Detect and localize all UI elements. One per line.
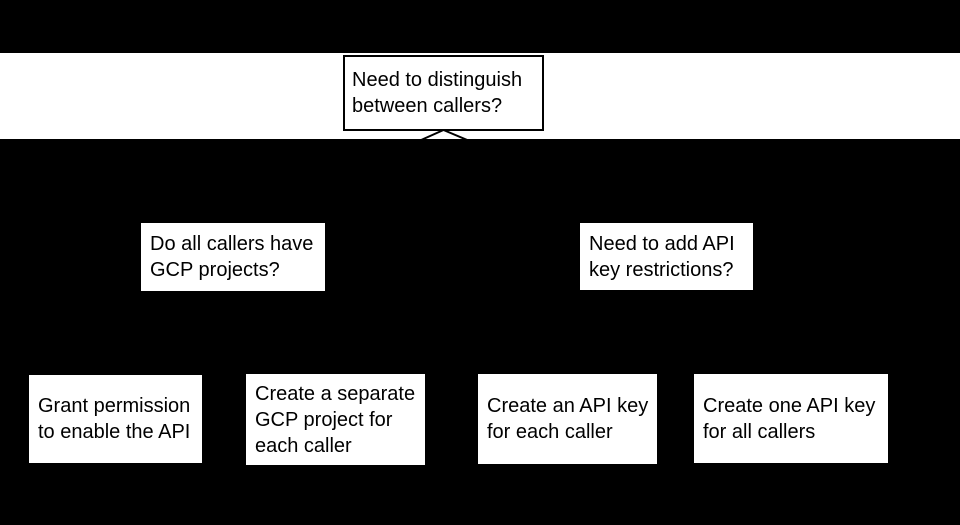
node-api-key-restrictions-question: Need to add API key restrictions? (580, 223, 753, 290)
node-label: Need to distinguish between callers? (352, 69, 523, 117)
node-label: Grant permission to enable the API (38, 395, 191, 443)
node-separate-gcp-project: Create a separate GCP project for each c… (246, 374, 425, 465)
branch-line-right (443, 129, 667, 225)
node-api-key-each-caller: Create an API key for each caller (478, 374, 657, 464)
node-need-to-distinguish: Need to distinguish between callers? (343, 55, 544, 131)
node-label: Create one API key for all callers (703, 394, 876, 443)
node-grant-permission: Grant permission to enable the API (29, 375, 202, 463)
node-label: Need to add API key restrictions? (589, 232, 735, 281)
node-label: Create a separate GCP project for each c… (255, 382, 416, 457)
node-one-api-key-all-callers: Create one API key for all callers (694, 374, 888, 463)
node-gcp-projects-question: Do all callers have GCP projects? (141, 223, 325, 291)
node-label: Do all callers have GCP projects? (150, 233, 314, 281)
branch-line-left (232, 129, 444, 225)
node-label: Create an API key for each caller (487, 395, 649, 443)
